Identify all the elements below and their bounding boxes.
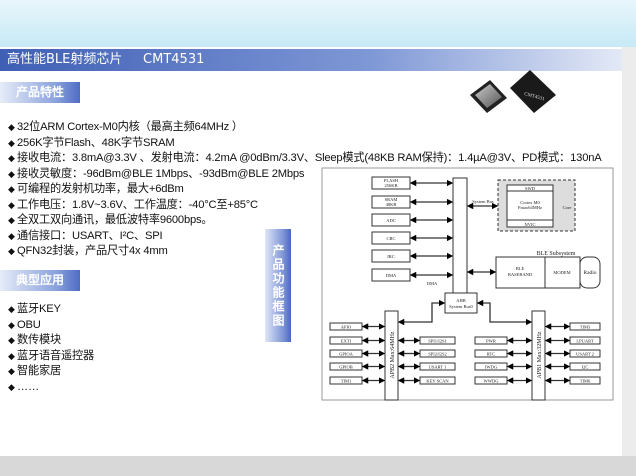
- main-bus: [452, 177, 468, 294]
- list-item: OBU: [8, 318, 94, 334]
- irc-block: IRC: [387, 254, 395, 259]
- nvic-label: NVIC: [525, 222, 536, 227]
- features-list: 32位ARM Cortex-M0内核（最高主频64MHz ） 256K字节Fla…: [8, 120, 602, 260]
- chip-image: CMT4531: [470, 70, 556, 113]
- ble-subsystem-title: BLE Subsystem: [537, 251, 576, 257]
- radio-block: [579, 256, 601, 289]
- apb1-periph-label: LPUART: [576, 339, 593, 344]
- apb1-periph-label: TIM6: [580, 379, 591, 384]
- applications-list: 蓝牙KEY OBU 数传模块 蓝牙语音遥控器 智能家居 ……: [8, 302, 94, 395]
- cpu-label: Cortex M0: [520, 200, 540, 205]
- apb1-periph-label: RTC: [487, 352, 495, 357]
- list-item: 接收灵敏度：-96dBm@BLE 1Mbps、-93dBm@BLE 2Mbps: [8, 167, 602, 183]
- list-item: 数传模块: [8, 333, 94, 349]
- apb2-periph-label: SPI1/I2S1: [428, 339, 447, 344]
- apb2-periph-label: KEY SCAN: [426, 379, 449, 384]
- flash-label: FLASH: [384, 178, 399, 183]
- apb2-periph-label: EXTI: [341, 339, 352, 344]
- flash-size: 256KB: [384, 183, 397, 188]
- apb2-periph-label: SPI2/I2S2: [428, 352, 447, 357]
- apb2-periph-label: AFIO: [341, 325, 352, 330]
- list-item: 工作电压：1.8V~3.6V、工作温度：-40°C至+85°C: [8, 198, 602, 214]
- apb2-periph-label: TIM1: [341, 379, 352, 384]
- list-item: 蓝牙语音遥控器: [8, 349, 94, 365]
- apb1-label: APB1 Max:32MHz: [537, 331, 543, 379]
- list-item: ……: [8, 380, 94, 396]
- radio-label: Radio: [583, 270, 596, 276]
- ahb-apb1-link: [476, 299, 533, 326]
- applications-header: 典型应用: [0, 270, 80, 291]
- header-band: [0, 0, 636, 47]
- apb2-periph-label: GPIOA: [339, 352, 354, 357]
- footer-band: [0, 456, 636, 476]
- ahb-apb2-link: [397, 299, 446, 326]
- apb1-periph-label: USART 2: [576, 352, 594, 357]
- baseband-label-2: BASEBAND: [508, 272, 533, 277]
- diagram-label: 产品功能框图: [265, 229, 291, 342]
- apb1-periph-label: PWR: [486, 339, 496, 344]
- list-item: 通信接口：USART、I²C、SPI: [8, 229, 602, 245]
- list-item: 32位ARM Cortex-M0内核（最高主频64MHz ）: [8, 120, 602, 136]
- dma-block: DMA: [386, 273, 397, 278]
- ahb-bus: [444, 292, 478, 314]
- list-item: 蓝牙KEY: [8, 302, 94, 318]
- core-label: Core: [563, 205, 572, 210]
- apb1-periph-label: IWDG: [485, 365, 498, 370]
- list-item: 全双工双向通讯，最低波特率9600bps。: [8, 213, 602, 229]
- apb1-periph-label: I2C: [582, 365, 589, 370]
- features-header: 产品特性: [0, 82, 80, 103]
- list-item: 接收电流：3.8mA@3.3V 、发射电流：4.2mA @0dBm/3.3V、S…: [8, 151, 602, 167]
- apb2-label: APB2 Max:64MHz: [390, 331, 396, 379]
- ahb-label-2: System Bus0: [449, 304, 473, 309]
- ahb-label: AHB: [456, 298, 466, 303]
- modem-block: [544, 256, 581, 289]
- page-title: 高性能BLE射频芯片 CMT4531: [0, 49, 622, 71]
- crc-block: CRC: [386, 236, 395, 241]
- system-bus-label: System Bus: [472, 199, 494, 204]
- chip-marking: CMT4531: [523, 92, 545, 102]
- sram-label: SRAM: [385, 197, 398, 202]
- sram-size: 48KB: [386, 202, 397, 207]
- modem-label: MODEM: [553, 270, 570, 275]
- baseband-label: BLE: [516, 266, 525, 271]
- cpu-freq: Fmax64MHz: [518, 205, 542, 210]
- apb1-periph-label: TIM3: [580, 325, 591, 330]
- apb2-periph-label: USART 1: [429, 365, 447, 370]
- side-bar: [622, 47, 636, 457]
- list-item: QFN32封装，产品尺寸4x 4mm: [8, 244, 602, 260]
- dma-bus-label: DMA: [427, 281, 438, 286]
- list-item: 256K字节Flash、48K字节SRAM: [8, 136, 602, 152]
- apb1-periph-label: WWDG: [484, 379, 500, 384]
- apb2-periph-label: GPIOB: [339, 365, 353, 370]
- adc-block: ADC: [386, 218, 396, 223]
- list-item: 可编程的发射机功率，最大+6dBm: [8, 182, 602, 198]
- swd-label: SWD: [525, 186, 536, 191]
- list-item: 智能家居: [8, 364, 94, 380]
